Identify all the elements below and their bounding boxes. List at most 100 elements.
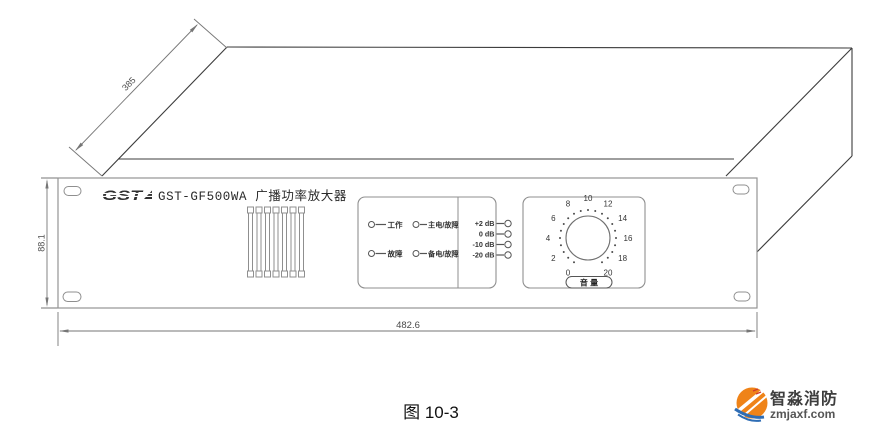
knob-scale-18: 18 [618, 254, 627, 263]
panel-title: GST-GF500WA 广播功率放大器 [158, 188, 347, 204]
led-main-power [412, 221, 420, 228]
vent-slot [247, 206, 254, 278]
knob-scale-6: 6 [551, 214, 556, 223]
led-db-minus20-label: -20 dB [473, 251, 495, 260]
knob-scale-labels: 0 2 4 6 8 10 12 14 16 18 20 [546, 194, 633, 278]
knob-tick [614, 244, 617, 247]
knob-scale-12: 12 [604, 199, 613, 208]
knob-scale-4: 4 [546, 234, 551, 243]
led-fault-label: 故障 [388, 249, 403, 259]
knob-tick [587, 209, 589, 211]
volume-knob [565, 215, 611, 261]
volume-label: 音 量 [580, 278, 598, 288]
led-db-minus10 [504, 240, 512, 249]
watermark-logo-slash [741, 393, 770, 418]
led-db-minus20 [504, 251, 512, 259]
box-top-left-edge [101, 46, 228, 177]
dim-depth [68, 18, 228, 177]
knob-tick [611, 223, 614, 225]
dim-width-value: 482.6 [396, 320, 420, 331]
indicator-window [357, 196, 497, 289]
dim-width-arrow-right [746, 329, 756, 333]
watermark-logo-slash [735, 386, 768, 414]
screw-holes [62, 184, 751, 302]
knob-tick [601, 261, 603, 264]
vent-slot [298, 206, 305, 278]
led-db-plus2-label: +2 dB [475, 219, 495, 228]
led-db-0 [504, 230, 512, 238]
knob-tick [562, 223, 565, 225]
vent-slots [247, 206, 305, 278]
knob-tick [559, 229, 562, 232]
knob-scale-0: 0 [566, 269, 571, 278]
chassis-box [101, 46, 853, 253]
dim-depth-ext-lower [68, 146, 103, 177]
knob-scale-16: 16 [624, 234, 633, 243]
knob-tick [579, 209, 582, 212]
led-work-label: 工作 [388, 220, 403, 230]
dim-depth-value: 385 [120, 75, 138, 93]
screw-hole-top-right [732, 184, 750, 195]
led-work [368, 221, 375, 228]
led-db-minus10-label: -10 dB [473, 240, 495, 249]
box-top-rear-edge [226, 46, 853, 49]
dim-depth-arrow-upper [189, 24, 198, 33]
gst-logo: GST [102, 187, 144, 203]
knob-tick [567, 217, 570, 220]
knob-tick [594, 209, 597, 212]
vent-slot [289, 206, 297, 278]
knob-tick [559, 237, 561, 239]
watermark-brand: 智淼消防 [770, 389, 838, 408]
screw-hole-bottom-right [733, 291, 751, 302]
dim-height-value: 88.1 [37, 234, 47, 252]
knob-tick [614, 229, 617, 232]
status-led-group: 工作 主电/故障 故障 备电/故障 [368, 220, 460, 259]
knob-tick [562, 251, 565, 253]
led-db-plus2 [504, 219, 512, 228]
led-backup-power [412, 250, 420, 257]
watermark-site: zmjaxf.com [770, 407, 835, 421]
watermark-logo-spark [752, 388, 762, 395]
dim-height-arrow-bottom [45, 297, 49, 307]
watermark: 智淼消防 zmjaxf.com [734, 386, 838, 422]
screw-hole-bottom-left [62, 291, 82, 302]
volume-label-pill [565, 276, 613, 289]
box-top-right-edge [725, 47, 853, 177]
screw-hole-top-left [63, 186, 82, 196]
knob-tick [601, 212, 603, 215]
box-right-bottom-edge [756, 155, 853, 253]
vent-slot [272, 206, 280, 278]
gst-logo-stripes [100, 192, 153, 197]
dim-height [41, 177, 58, 309]
knob-tick-dots [559, 209, 617, 264]
knob-scale-2: 2 [551, 254, 556, 263]
knob-tick [606, 256, 609, 259]
front-panel [57, 177, 758, 309]
dim-width [57, 312, 758, 346]
dim-height-arrow-top [45, 179, 49, 189]
watermark-logo-wave [737, 413, 762, 422]
knob-scale-20: 20 [604, 269, 613, 278]
dim-depth-arrow-lower [75, 142, 84, 151]
dim-depth-line [75, 24, 198, 151]
dim-depth-ext-upper [193, 18, 228, 49]
led-main-power-label: 主电/故障 [428, 221, 460, 230]
watermark-logo-wave [734, 407, 765, 419]
led-db-0-label: 0 dB [479, 230, 495, 239]
vent-slot [281, 206, 288, 278]
knob-scale-8: 8 [566, 199, 571, 208]
knob-tick [606, 217, 609, 220]
led-fault [368, 250, 375, 257]
dim-width-arrow-left [59, 329, 69, 333]
knob-tick [611, 251, 614, 253]
led-backup-power-label: 备电/故障 [427, 250, 460, 259]
knob-tick [615, 237, 617, 239]
knob-tick [573, 261, 575, 264]
knob-tick [559, 244, 562, 247]
vent-slot [255, 206, 263, 278]
knob-tick [573, 212, 575, 215]
knob-scale-10: 10 [584, 194, 593, 203]
knob-tick [567, 256, 570, 259]
figure-caption: 图 10-3 [403, 403, 459, 422]
